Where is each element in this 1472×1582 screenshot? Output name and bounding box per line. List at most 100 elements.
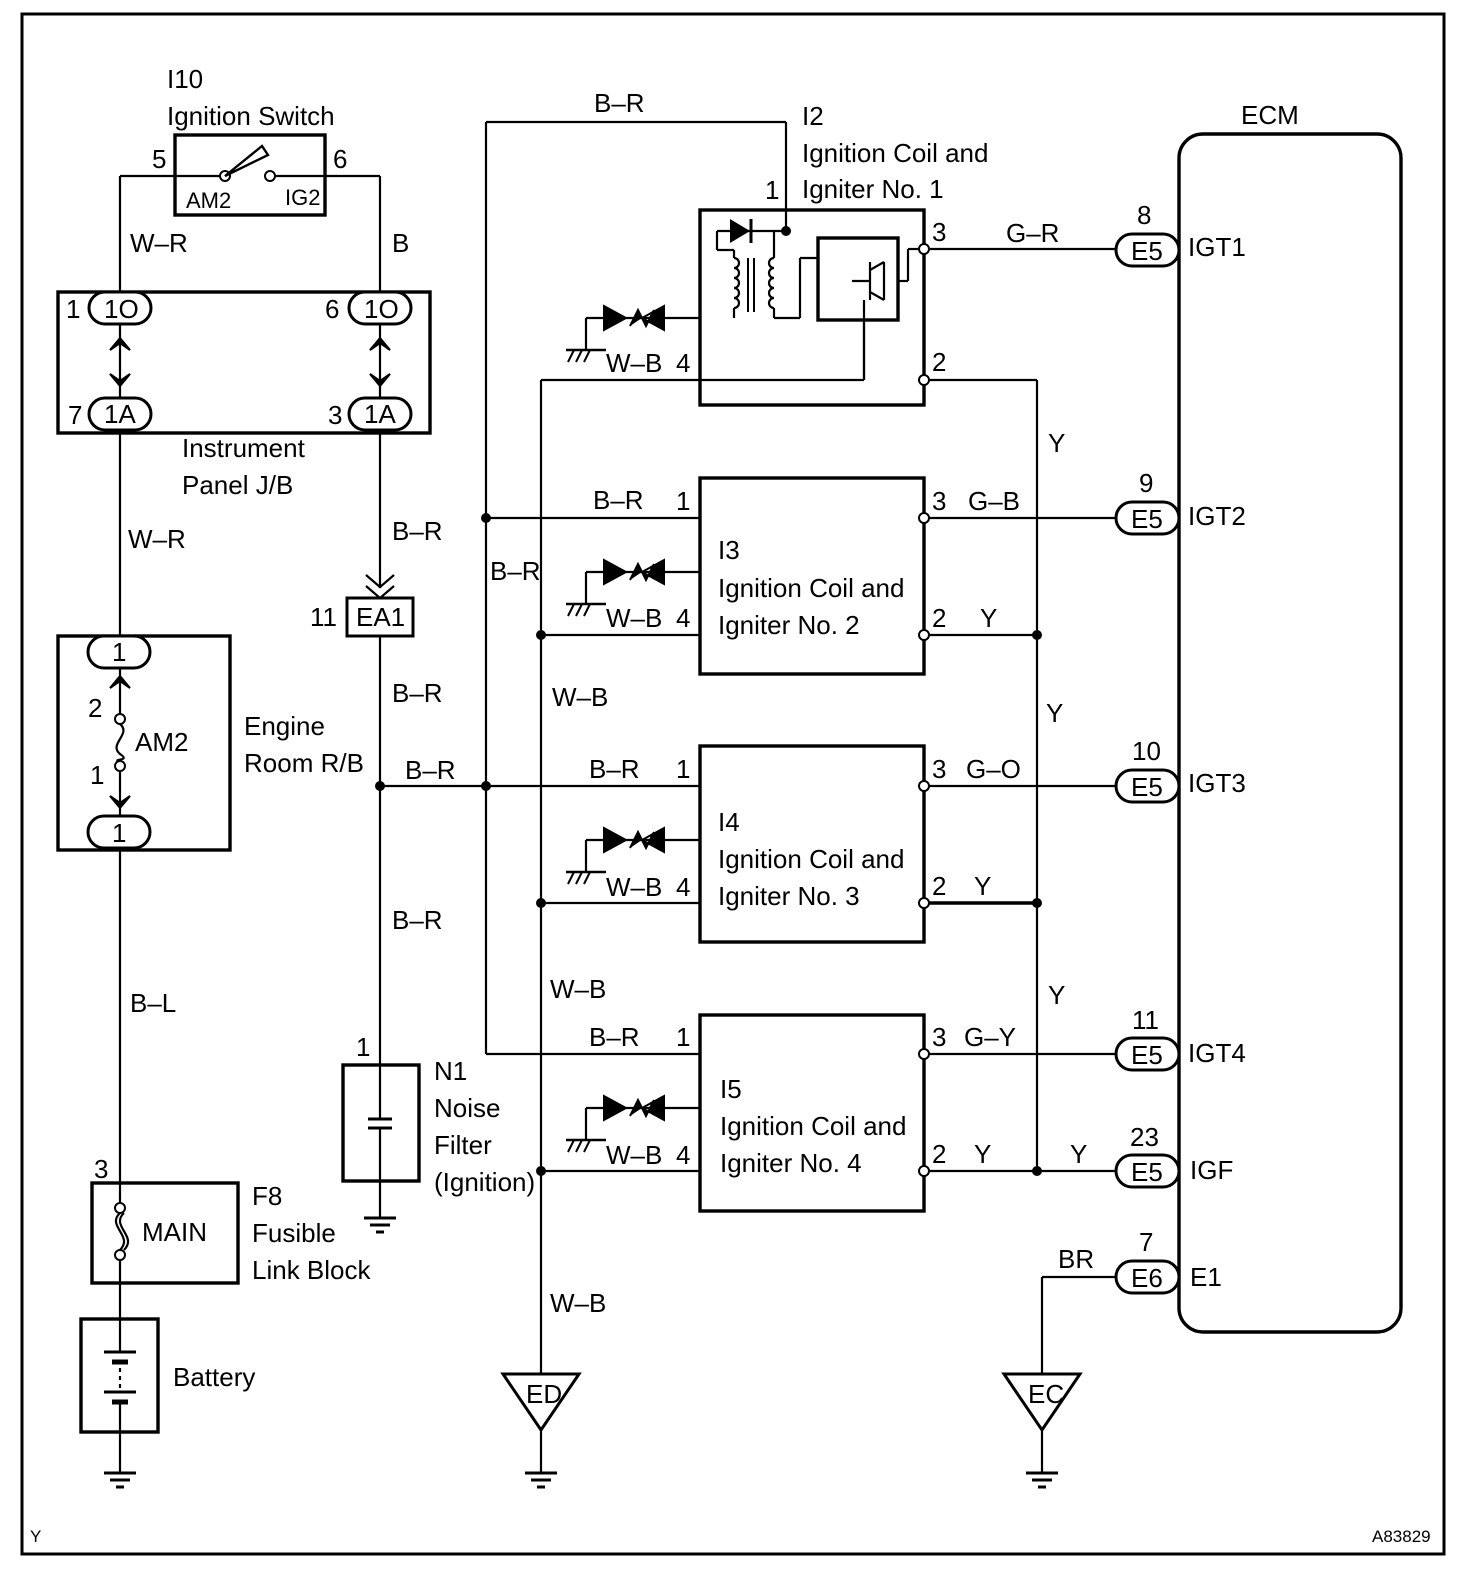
rb-connector-up-icon [109, 674, 131, 689]
ignition-switch-id: I10 [167, 64, 203, 94]
jb-conn-bl: 1A [104, 399, 136, 429]
main-fusible-link-icon [114, 1212, 130, 1251]
coil-i5-line2: Igniter No. 4 [720, 1148, 862, 1178]
ecm-igt3-num: 10 [1132, 736, 1161, 766]
wire-label-y-3: Y [1048, 980, 1065, 1010]
ecm-terminal-igt2: 9 E5 IGT2 [1114, 468, 1246, 536]
coil-i2-w-b: W–B [606, 348, 662, 378]
coil-i3: 1 4 3 2 I3 Ignition Coil and Igniter No.… [676, 476, 946, 676]
fusible-link-id: F8 [252, 1181, 282, 1211]
wire-label-b-r-bus: B–R [490, 556, 541, 586]
noise-filter-name-line3: (Ignition) [434, 1167, 535, 1197]
wire-label-y-1: Y [1048, 428, 1065, 458]
coil-i4-id: I4 [718, 807, 740, 837]
coil-i4-line2: Igniter No. 3 [718, 881, 860, 911]
ecm-e1-conn: E6 [1131, 1263, 1163, 1293]
coil-i2-diode-icon [730, 219, 750, 243]
ecm-terminal-igt3: 10 E5 IGT3 [1114, 736, 1246, 804]
ignition-switch: I10 Ignition Switch 5 6 AM2 IG2 [120, 64, 380, 217]
wire-label-b-r-2: B–R [392, 678, 443, 708]
ignition-switch-pin-6: 6 [333, 144, 347, 174]
coil-i3-pin3: 3 [932, 486, 946, 516]
rb-name-line2: Room R/B [244, 748, 364, 778]
noise-filter-pin: 1 [356, 1032, 370, 1062]
coil-i5-id: I5 [720, 1074, 742, 1104]
coil-i2-line1: Ignition Coil and [802, 138, 988, 168]
coil-i4-pin1: 1 [676, 754, 690, 784]
ecm-terminal-igt4: 11 E5 IGT4 [1114, 1005, 1246, 1072]
fusible-link-pin: 3 [94, 1154, 108, 1184]
ecm-igt3-name: IGT3 [1188, 768, 1246, 798]
coil-i4-pin4: 4 [676, 872, 690, 902]
zener-diode-icon [603, 826, 665, 854]
noise-filter-name-line1: Noise [434, 1093, 500, 1123]
coil-i5-pin4: 4 [676, 1140, 690, 1170]
jb-conn-tr: 1O [364, 294, 399, 324]
jb-name-line2: Panel J/B [182, 470, 293, 500]
coil-i3-wire3: G–B [968, 486, 1020, 516]
noise-filter-name-line2: Filter [434, 1130, 492, 1160]
coil-i5-pin1: 1 [676, 1022, 690, 1052]
rb-pin-lower: 1 [90, 760, 104, 790]
instrument-panel-jb: 1O 1 1O 6 1A 7 1A 3 [56, 290, 432, 435]
ignition-switch-pin-5: 5 [152, 144, 166, 174]
am2-fuse-icon [115, 723, 125, 764]
wire-label-b-r-1: B–R [392, 516, 443, 546]
coil-i5-pin2: 2 [932, 1139, 946, 1169]
wire-label-b: B [392, 228, 409, 258]
fusible-link-name-line1: Fusible [252, 1218, 336, 1248]
coil-i4-line1: Ignition Coil and [718, 844, 904, 874]
wire-label-w-b-bus-1: W–B [552, 682, 608, 712]
jb-connector-arrow-right-icon [369, 336, 391, 388]
noise-filter-ground-icon [364, 1216, 396, 1234]
ecm-igt2-num: 9 [1139, 468, 1153, 498]
coil-i5-pin3: 3 [932, 1022, 946, 1052]
coil-i3-suppressor: W–B [566, 558, 700, 633]
coil-i3-w-b: W–B [606, 603, 662, 633]
coil-i4-pin3: 3 [932, 754, 946, 784]
coil-i2-line2: Igniter No. 1 [802, 174, 944, 204]
jb-pin-tr: 6 [325, 294, 339, 324]
wire-label-b-r-3: B–R [405, 755, 456, 785]
wire-label-w-r-2: W–R [128, 524, 186, 554]
ecm-igt2-name: IGT2 [1188, 501, 1246, 531]
zener-diode-icon [603, 304, 665, 332]
coil-i5-suppressor: W–B [566, 1094, 700, 1170]
ecm-terminal-e1: 7 E6 E1 [1114, 1227, 1222, 1295]
rb-name-line1: Engine [244, 711, 325, 741]
coil-i3-pin4: 4 [676, 603, 690, 633]
noise-filter-id: N1 [434, 1056, 467, 1086]
battery-label: Battery [173, 1362, 255, 1392]
ecm-igt3-conn: E5 [1131, 772, 1163, 802]
jb-pin-br: 3 [328, 400, 342, 430]
jb-conn-br: 1A [364, 399, 396, 429]
switch-blade-icon [224, 144, 270, 178]
ecm-igt2-conn: E5 [1131, 504, 1163, 534]
rb-fuse-name: AM2 [135, 727, 188, 757]
ground-icon [104, 1471, 136, 1489]
ground-ec: EC [1001, 1372, 1083, 1489]
rb-connector-down-icon [109, 795, 131, 810]
ground-ec-label: EC [1028, 1379, 1064, 1409]
ground-ed-label: ED [526, 1379, 562, 1409]
coil-i2-pin3: 3 [932, 217, 946, 247]
wire-label-br: BR [1058, 1244, 1094, 1274]
ecm-e1-num: 7 [1139, 1227, 1153, 1257]
coil-i4-pin2: 2 [932, 871, 946, 901]
coil-i4-w-b: W–B [606, 872, 662, 902]
coil-i2-igniter-module [816, 236, 900, 322]
coil-i3-wire2: Y [980, 603, 997, 633]
rb-conn-bottom: 1 [112, 818, 126, 848]
coil-i4-wire3: G–O [966, 754, 1021, 784]
coil-i2-id: I2 [802, 101, 824, 131]
ignition-switch-am2: AM2 [186, 188, 231, 213]
battery [79, 1317, 160, 1434]
ecm: ECM 8 E5 IGT1 9 E5 IGT2 10 E5 IGT3 11 E5… [1114, 100, 1403, 1334]
coil-i2-pin4: 4 [676, 348, 690, 378]
ea1-label: EA1 [356, 602, 405, 632]
ecm-terminal-igf: 23 E5 IGF [1114, 1122, 1233, 1189]
wire-label-b-l: B–L [130, 988, 176, 1018]
jb-name-line1: Instrument [182, 433, 306, 463]
jb-conn-tl: 1O [104, 294, 139, 324]
ground-ed: ED [500, 1372, 582, 1489]
